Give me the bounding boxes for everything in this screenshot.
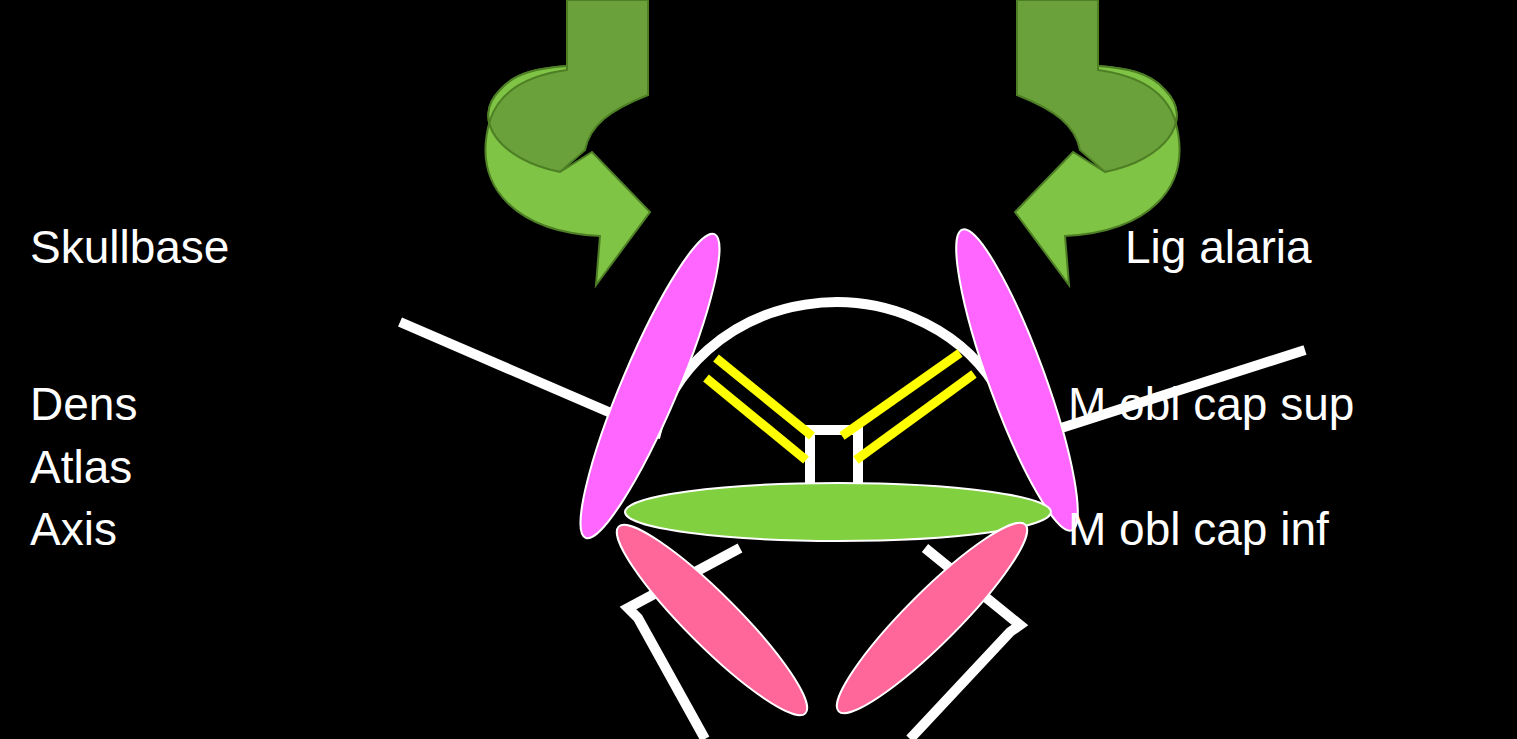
anatomy-label: Axis — [30, 502, 117, 557]
anatomy-label: Atlas — [30, 440, 132, 495]
anatomy-label: Lig alaria — [1125, 220, 1312, 275]
muscle-ellipse — [600, 508, 823, 731]
anatomy-label: M obl cap sup — [1068, 377, 1354, 432]
atlas-ellipse — [625, 483, 1051, 541]
anatomy-label: Skullbase — [30, 220, 229, 275]
rotation-arrow — [486, 0, 650, 285]
muscle-ellipse — [820, 506, 1043, 729]
anatomy-label: Dens — [30, 377, 137, 432]
anatomy-label: M obl cap inf — [1068, 502, 1329, 557]
ligament-lines — [706, 353, 974, 460]
